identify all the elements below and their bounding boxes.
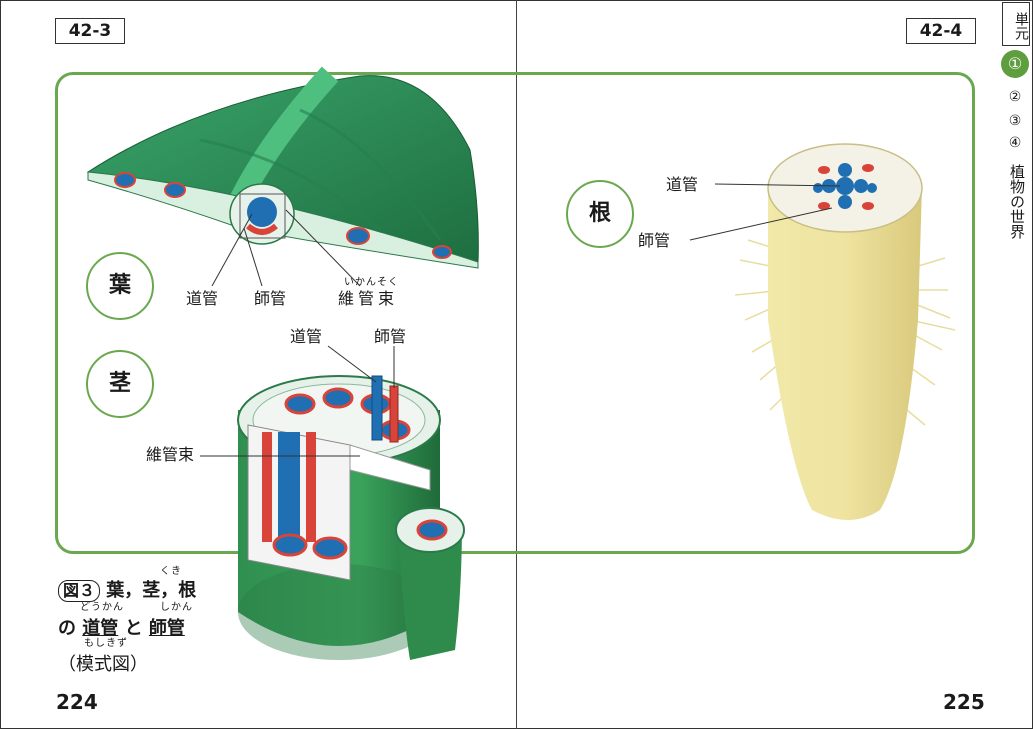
root-circle-label: 根 (566, 180, 634, 248)
unit-tab-4[interactable]: ④ (1008, 135, 1022, 151)
leaf-bundle-label: 維管束 (338, 289, 399, 308)
caption-schematic: 模式図 (76, 654, 130, 675)
page-number-left: 224 (56, 690, 98, 714)
ruby-shikan: しかん (160, 602, 193, 613)
page-number-right: 225 (943, 690, 985, 714)
caption-no: の (58, 618, 76, 639)
stem-illustration (200, 345, 465, 660)
section-tag-left: 42-3 (55, 18, 125, 44)
stem-phloem-label: 師管 (374, 327, 407, 346)
caption-phloem: 師管 (148, 618, 185, 639)
unit-title-vertical: 植物の世界 (1008, 164, 1026, 239)
section-tag-right: 42-4 (906, 18, 976, 44)
caption-stem: 茎， (142, 580, 179, 601)
stem-bundle-label: 維管束 (146, 445, 195, 464)
caption-root: 根 (178, 580, 197, 601)
unit-label-tab: 単元 (1002, 2, 1030, 46)
ruby-doukan: どうかん (80, 602, 124, 613)
caption-paren-open: （ (58, 654, 76, 675)
stem-circle-label: 茎 (86, 350, 154, 418)
figure-badge: 図３ (58, 580, 101, 602)
leaf-circle-label: 葉 (86, 252, 154, 320)
ruby-mosikizu: もしきず (84, 638, 128, 649)
leaf-bundle-ruby: いかんそく (344, 277, 399, 288)
caption-leaf: 葉， (106, 580, 143, 601)
figure-panel (55, 72, 975, 554)
leaf-phloem-label: 師管 (254, 289, 287, 308)
book-spine (516, 0, 517, 729)
caption-paren-close: ） (130, 654, 148, 675)
root-illustration (689, 143, 956, 520)
unit-tab-2[interactable]: ② (1008, 89, 1022, 105)
root-xylem-label: 道管 (666, 175, 699, 194)
stem-xylem-label: 道管 (290, 327, 323, 346)
unit-tab-3[interactable]: ③ (1008, 113, 1022, 129)
ruby-kuki: くき (160, 566, 182, 577)
caption-xylem: 道管 (82, 618, 119, 639)
root-phloem-label: 師管 (638, 231, 671, 250)
leaf-illustration (86, 66, 479, 287)
caption-to: と (124, 618, 143, 639)
unit-tab-1[interactable]: ① (1001, 50, 1029, 78)
leaf-xylem-label: 道管 (186, 289, 219, 308)
